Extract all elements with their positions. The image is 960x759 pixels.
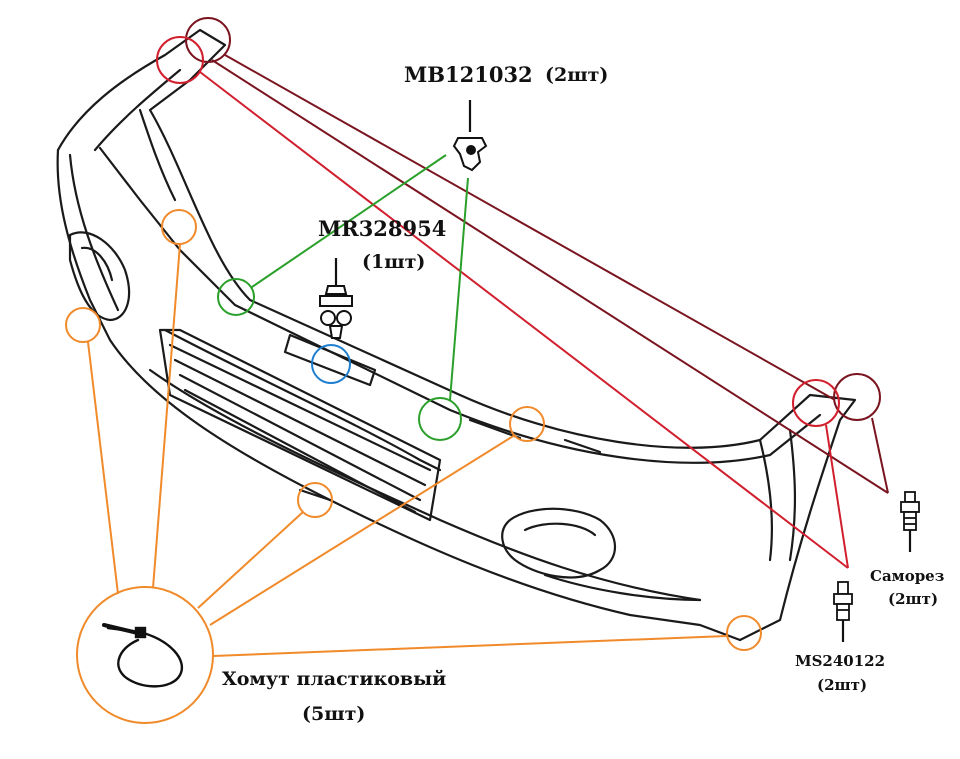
tie-detail-circle [76,586,214,724]
push-rivet-icon [319,258,353,339]
bumper-outline [56,28,857,642]
clip-location-left [217,278,255,316]
tie-callout [65,209,762,724]
cable-tie-icon [102,623,183,688]
tie-location-5 [726,615,762,651]
mb-part-label: MB121032 [404,62,533,87]
mr-part-label: MR328954 [318,216,447,241]
bolt-location-right [792,379,840,427]
mb-qty-label: (2шт) [545,64,609,86]
screw-location-top-left [185,17,231,63]
screw-name-label: Саморез [870,567,945,585]
screw-callout [185,17,889,494]
screw-qty-label: (2шт) [888,590,939,608]
tie-location-1 [161,209,197,245]
bolt-location-top-left [156,36,204,84]
tie-location-4 [509,406,545,442]
rivet-location [311,344,351,384]
mr-qty-label: (1шт) [362,251,426,273]
self-tapping-screw-icon [900,491,920,552]
push-clip-icon [452,100,488,172]
rivet-callout [311,344,351,384]
tie-qty-label: (5шт) [302,703,366,725]
clip-callout [217,154,469,441]
clip-location-center [418,397,462,441]
tie-location-2 [65,307,101,343]
tie-location-3 [297,482,333,518]
ms-qty-label: (2шт) [817,676,868,694]
screw-location-right [833,373,881,421]
bolt-callout [156,36,849,569]
tie-name-label: Хомут пластиковый [222,668,447,690]
ms-part-label: MS240122 [795,652,886,670]
bolt-icon [833,581,853,642]
